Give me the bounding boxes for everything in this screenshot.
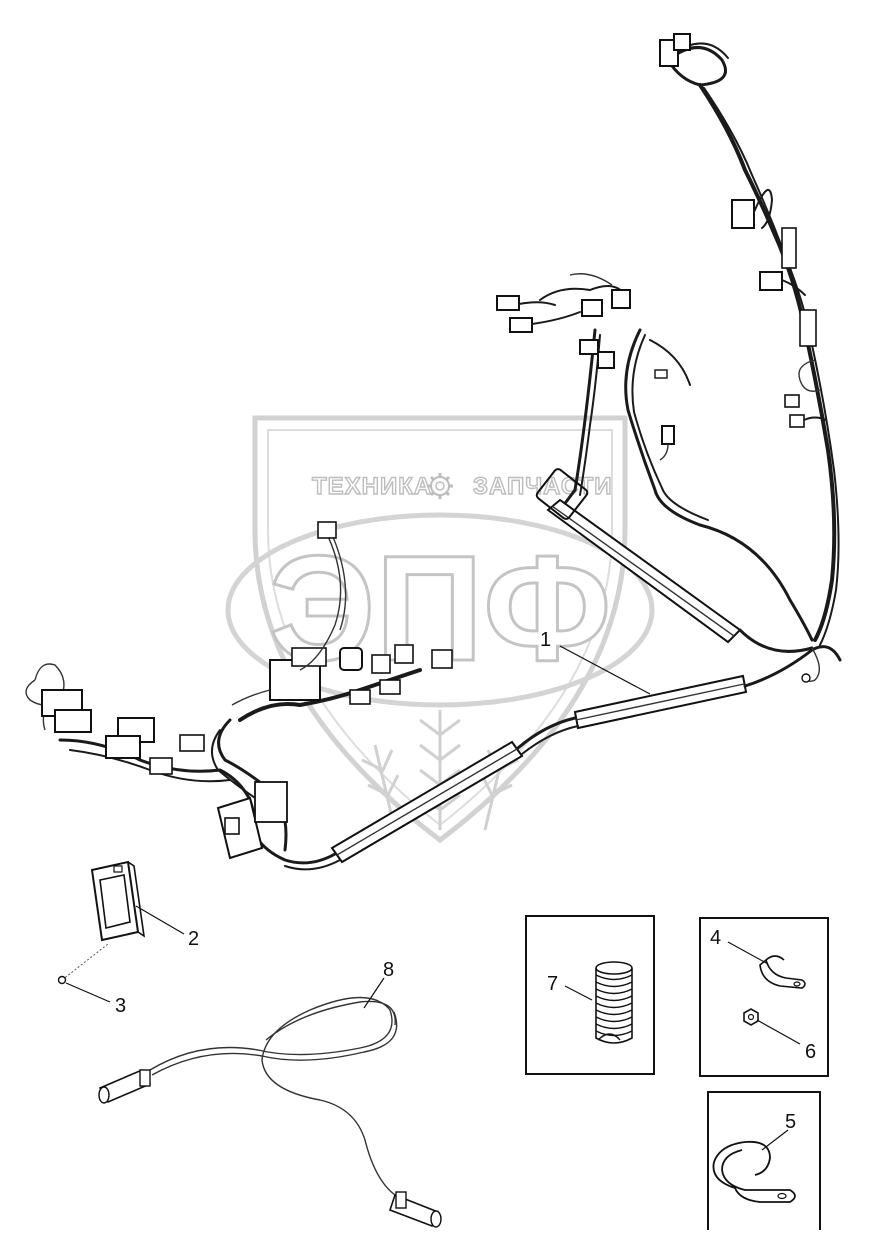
callout-2: 2 [188,928,199,950]
callout-7: 7 [547,973,558,995]
detail-box-4-6 [699,917,829,1077]
callout-5: 5 [785,1111,796,1133]
item-8-sensor-cable [98,996,442,1228]
watermark: ТЕХНИКА ЗАПЧАСТИ ЭПФ [225,415,655,844]
watermark-shield [252,415,628,844]
detail-box-5 [707,1091,821,1230]
callout-4: 4 [710,927,721,949]
sensor-right [388,1191,442,1228]
callout-3: 3 [115,995,126,1017]
watermark-left-word: ТЕХНИКА [312,473,432,500]
callout-8: 8 [383,959,394,981]
detail-box-7 [525,915,655,1075]
main-wiring-harness [25,33,842,871]
sensor-left [98,1068,152,1104]
item-7-corrugated-tube [595,961,633,1044]
callout-6: 6 [805,1041,816,1063]
item-4-clamp [759,955,806,989]
item-2-mounting-frame [90,860,146,942]
wheat-emblem [361,710,519,831]
item-6-nut [743,1008,759,1026]
item-5-clamp [712,1140,796,1203]
item-3-screw [57,975,67,985]
gear-icon [427,473,453,499]
callout-1: 1 [540,629,551,651]
